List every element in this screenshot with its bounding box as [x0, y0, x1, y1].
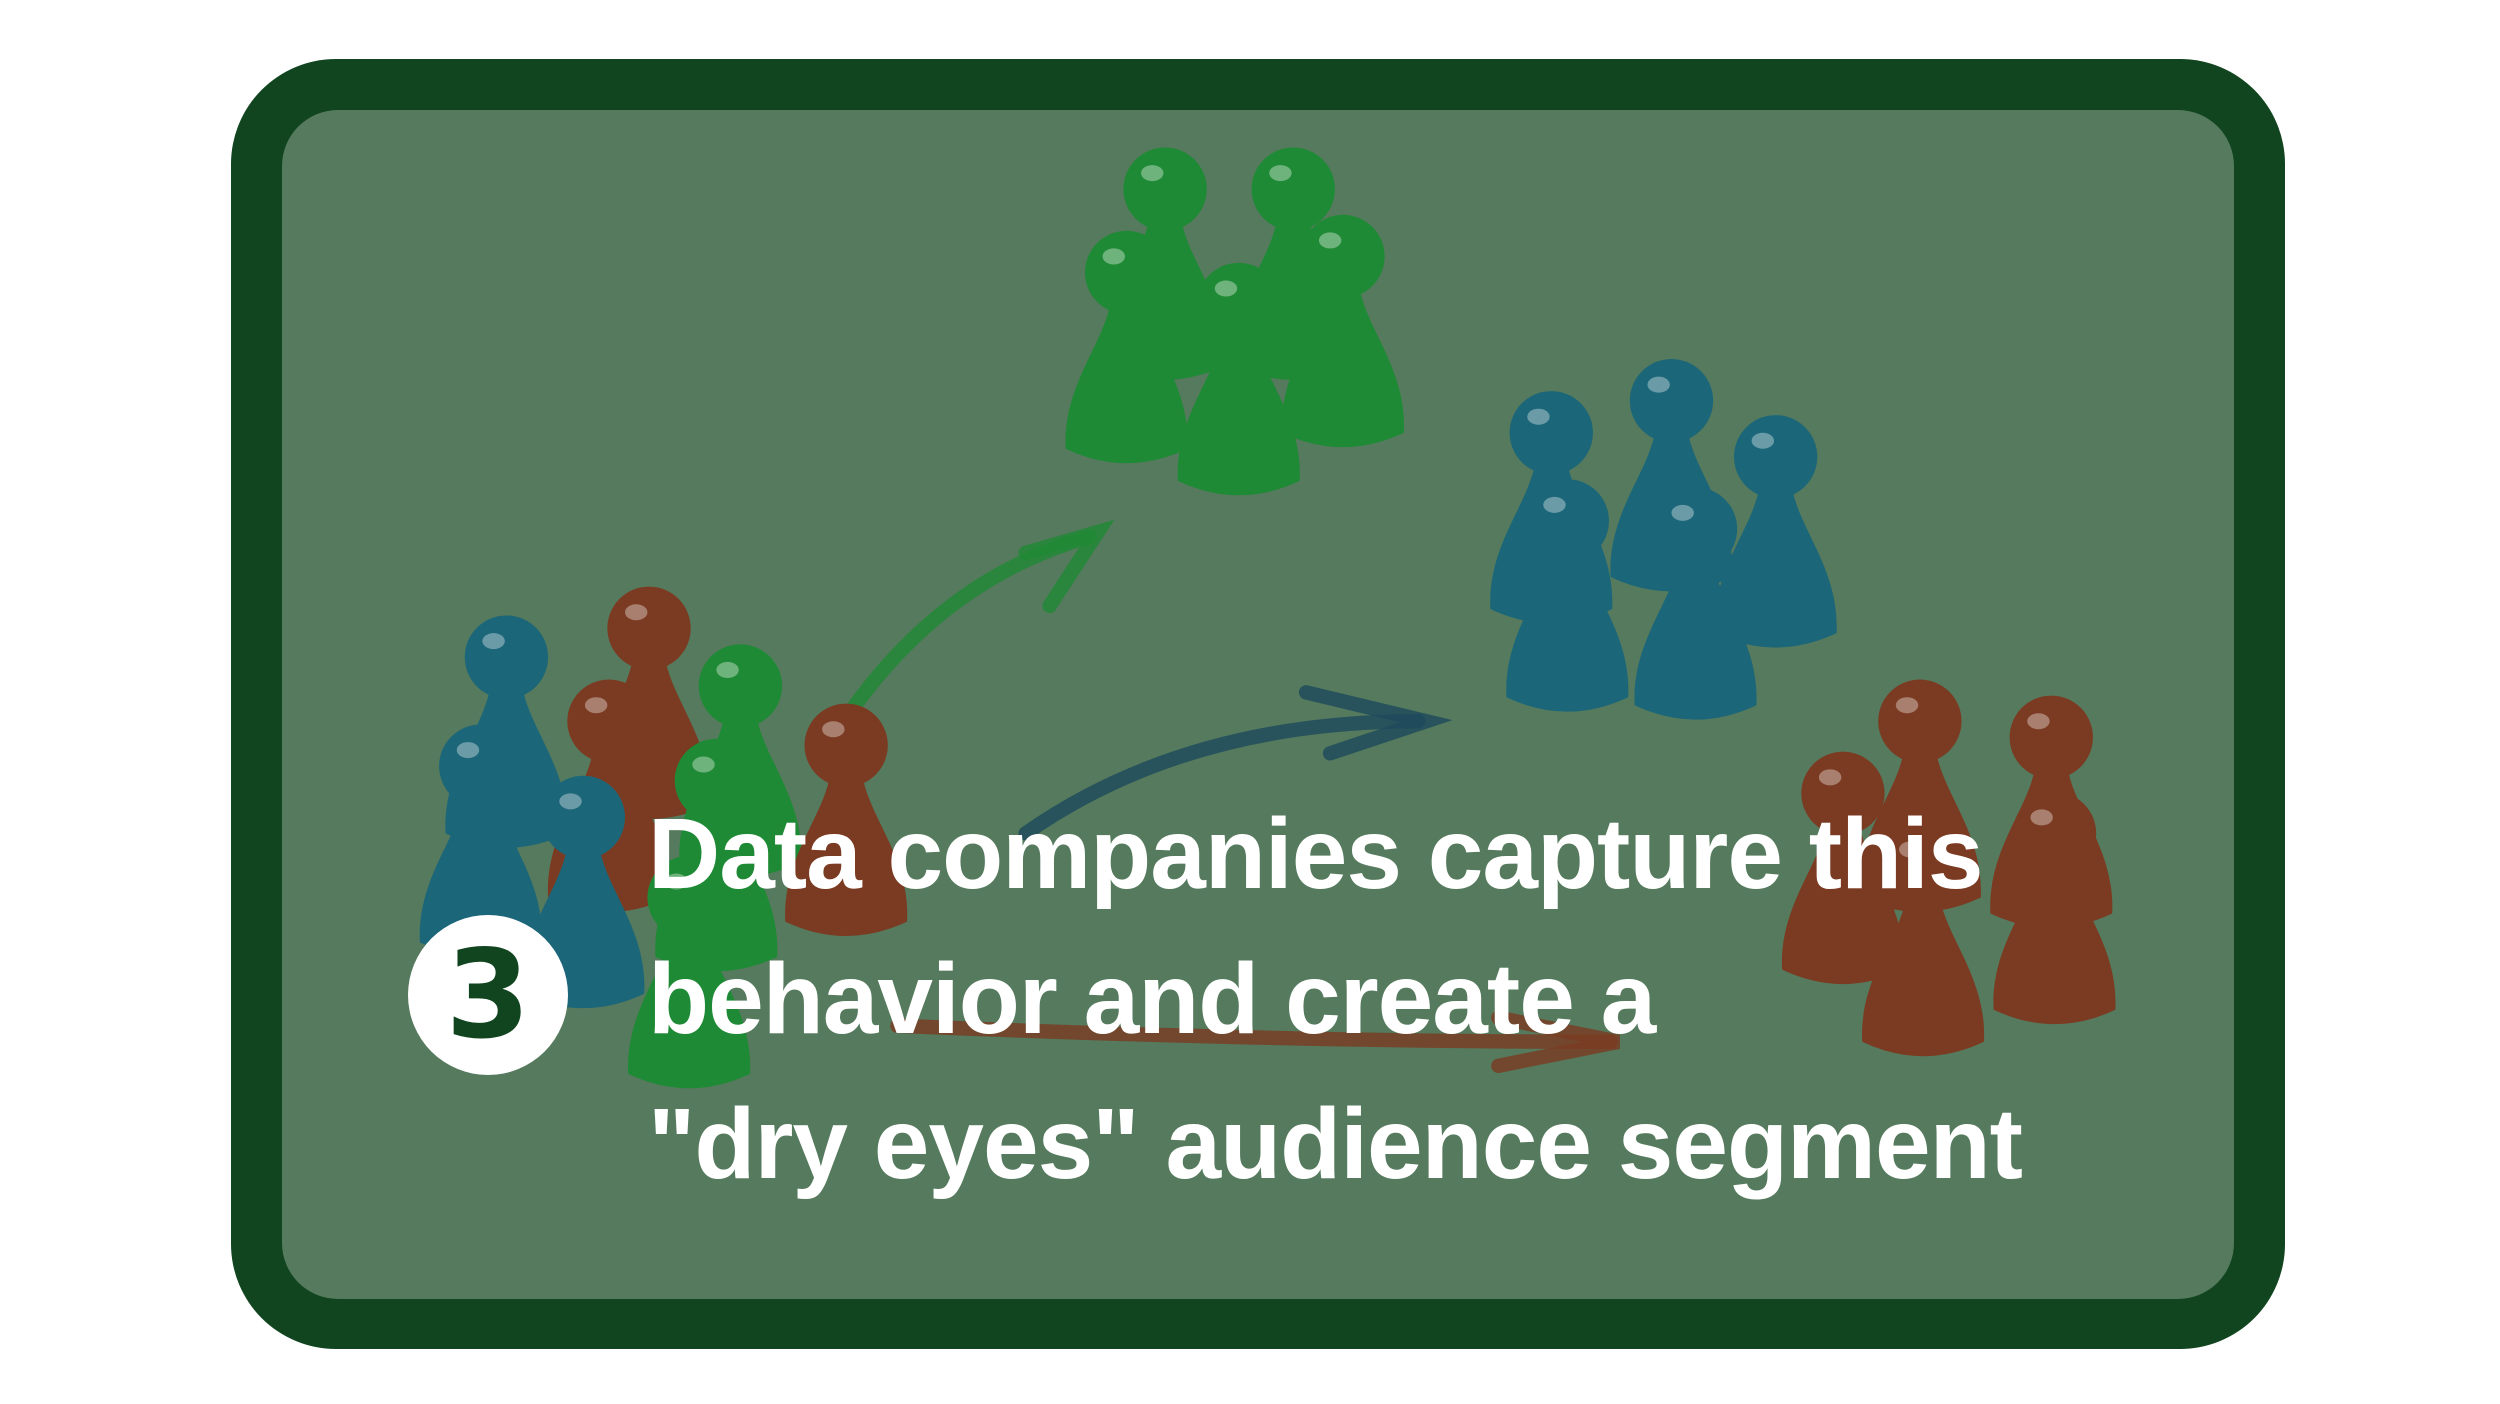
- caption: Data companies capture this behavior and…: [648, 782, 2023, 1217]
- arrow-mark: [1298, 685, 1453, 761]
- caption-line-3: "dry eyes" audience segment: [648, 1088, 2023, 1200]
- arrow-mark: [1491, 1010, 1621, 1074]
- game-pawn: [1862, 823, 1985, 1057]
- game-pawn: [1993, 791, 2116, 1025]
- game-pawn: [785, 703, 908, 936]
- game-pawn: [1714, 415, 1837, 648]
- game-pawn: [1065, 230, 1188, 464]
- arrow-mark: [1018, 519, 1115, 614]
- game-pawn: [1506, 479, 1629, 712]
- caption-line-1: Data companies capture this: [648, 798, 1984, 910]
- game-pawn: [1281, 214, 1405, 448]
- card-panel: [282, 110, 2234, 1299]
- audience-segmentation-photo: [419, 147, 2116, 1089]
- step-number-badge: 3: [408, 915, 568, 1075]
- arrow-mark: [1018, 714, 1426, 841]
- game-pawn: [419, 724, 542, 957]
- arrow-mark: [890, 1018, 1618, 1049]
- arrow-mark: [842, 529, 1097, 721]
- game-pawn: [1781, 751, 1905, 985]
- game-pawn: [1177, 262, 1300, 496]
- caption-line-2: behavior and create a: [648, 943, 1656, 1055]
- game-pawn: [1634, 487, 1757, 720]
- game-pawn: [628, 855, 751, 1089]
